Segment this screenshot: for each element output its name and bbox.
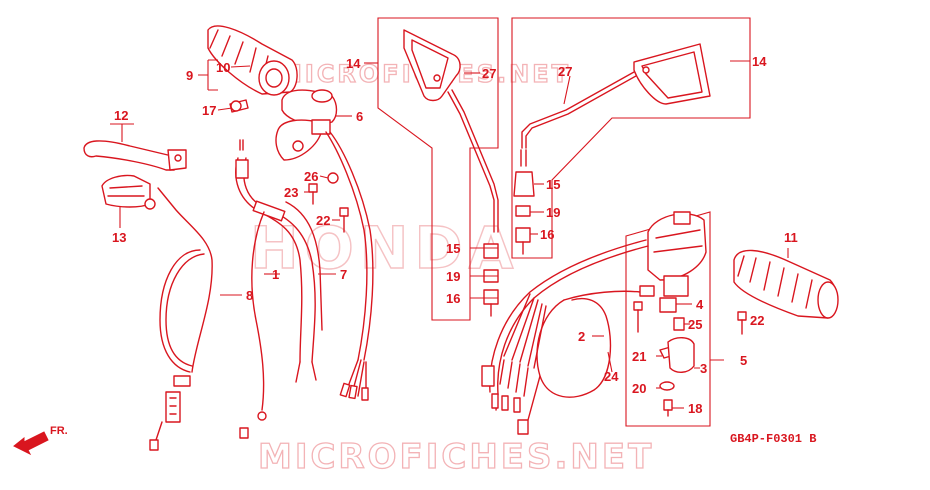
- callout-19-left: 19: [446, 269, 460, 284]
- callout-27-left: 27: [482, 66, 496, 81]
- callout-19-right: 19: [546, 205, 560, 220]
- callout-15-left: 15: [446, 241, 460, 256]
- nut-26: [327, 172, 339, 184]
- callout-17: 17: [202, 103, 216, 118]
- switch-wiring-right: [481, 239, 649, 413]
- callout-10: 10: [216, 60, 230, 75]
- callout-6: 6: [356, 109, 363, 124]
- callout-13: 13: [112, 230, 126, 245]
- callout-5: 5: [740, 353, 747, 368]
- callout-3: 3: [700, 361, 707, 376]
- front-arrow: FR.: [13, 425, 68, 456]
- right-small-parts: [633, 297, 747, 417]
- right-mirror-fittings: [513, 171, 535, 255]
- callout-16-left: 16: [446, 291, 460, 306]
- left-mirror-fittings: [483, 243, 499, 317]
- callout-15-right: 15: [546, 177, 560, 192]
- throttle-housing: [275, 89, 338, 161]
- throttle-grip: [207, 25, 298, 96]
- cable-2: [517, 285, 655, 435]
- callout-4: 4: [696, 297, 704, 312]
- throttle-cables: [235, 139, 323, 439]
- bolt-23: [308, 183, 318, 205]
- screw-17: [229, 99, 249, 113]
- bolt-22-left: [339, 207, 349, 233]
- clutch-cable: [149, 187, 213, 451]
- callout-24: 24: [604, 369, 619, 384]
- callout-2: 2: [578, 329, 585, 344]
- switch-wire-left: [325, 131, 374, 401]
- right-grip: [733, 249, 839, 319]
- right-mirror-frame: [511, 17, 751, 259]
- callout-11: 11: [784, 230, 798, 245]
- callout-20: 20: [632, 381, 646, 396]
- leader-lines: [110, 59, 789, 409]
- callout-8: 8: [246, 288, 253, 303]
- callout-7: 7: [340, 267, 347, 282]
- callout-14-left: 14: [346, 56, 361, 71]
- callout-1: 1: [272, 267, 279, 282]
- arrow-icon: [13, 431, 49, 456]
- left-mirror-frame: [377, 17, 499, 321]
- callout-23: 23: [284, 185, 298, 200]
- callout-18: 18: [688, 401, 702, 416]
- callout-14-right: 14: [752, 54, 767, 69]
- drawing-code: GB4P-F0301 B: [730, 432, 816, 446]
- left-mirror: [403, 29, 499, 233]
- callouts: 9 10 17 6 12 13 26 23 22 8 1 7 14 27 15 …: [112, 54, 798, 416]
- right-switch-housing: [647, 211, 707, 297]
- callout-16-right: 16: [540, 227, 554, 242]
- callout-27-right: 27: [558, 64, 572, 79]
- callout-12: 12: [114, 108, 128, 123]
- callout-25: 25: [688, 317, 702, 332]
- callout-26: 26: [304, 169, 318, 184]
- clutch-lever: [83, 140, 187, 171]
- watermark-bottom: MICROFICHES.NET: [258, 437, 654, 477]
- front-arrow-label: FR.: [50, 425, 68, 437]
- callout-9: 9: [186, 68, 193, 83]
- right-mirror: [520, 43, 711, 167]
- callout-22-left: 22: [316, 213, 330, 228]
- clutch-bracket: [101, 174, 156, 210]
- callout-21: 21: [632, 349, 646, 364]
- callout-22-right: 22: [750, 313, 764, 328]
